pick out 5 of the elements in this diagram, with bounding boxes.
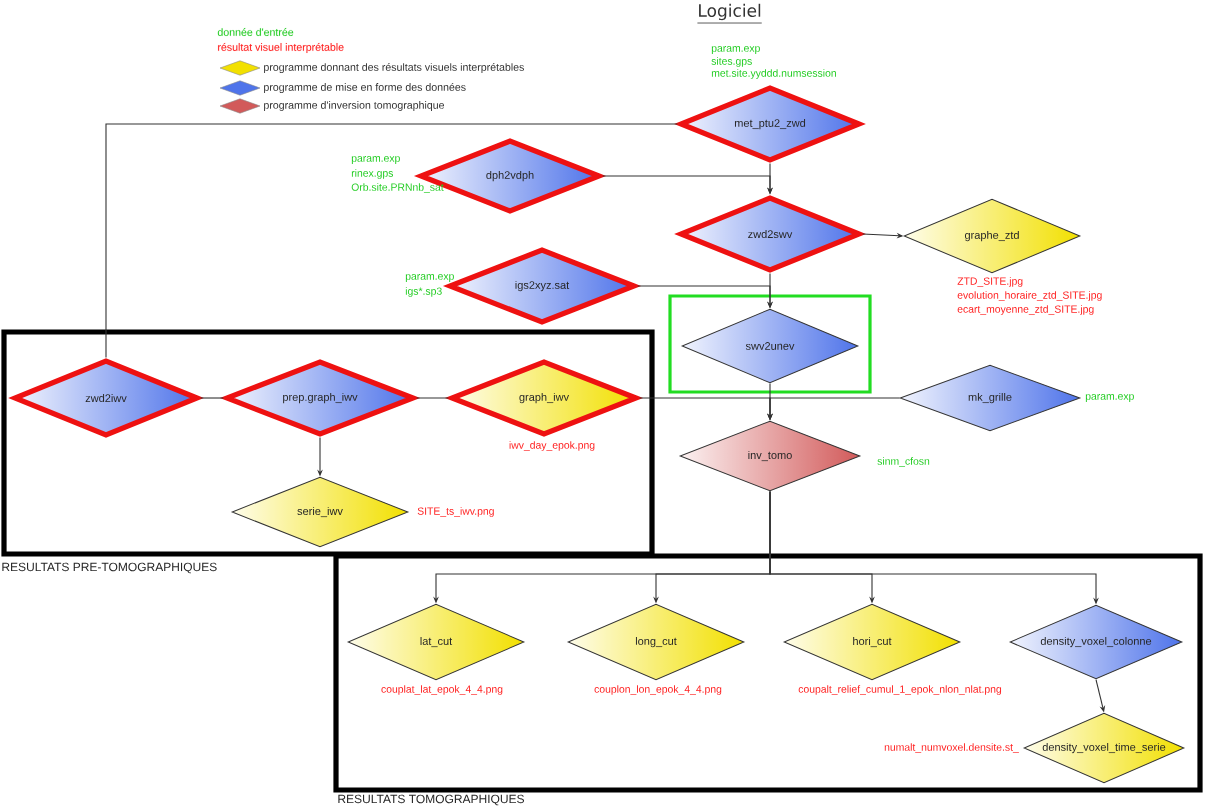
connector-line	[416, 397, 449, 399]
highlight-frame	[668, 294, 872, 394]
connector-line	[105, 123, 678, 358]
connector-line	[200, 397, 224, 399]
title: Logiciel	[697, 3, 763, 24]
